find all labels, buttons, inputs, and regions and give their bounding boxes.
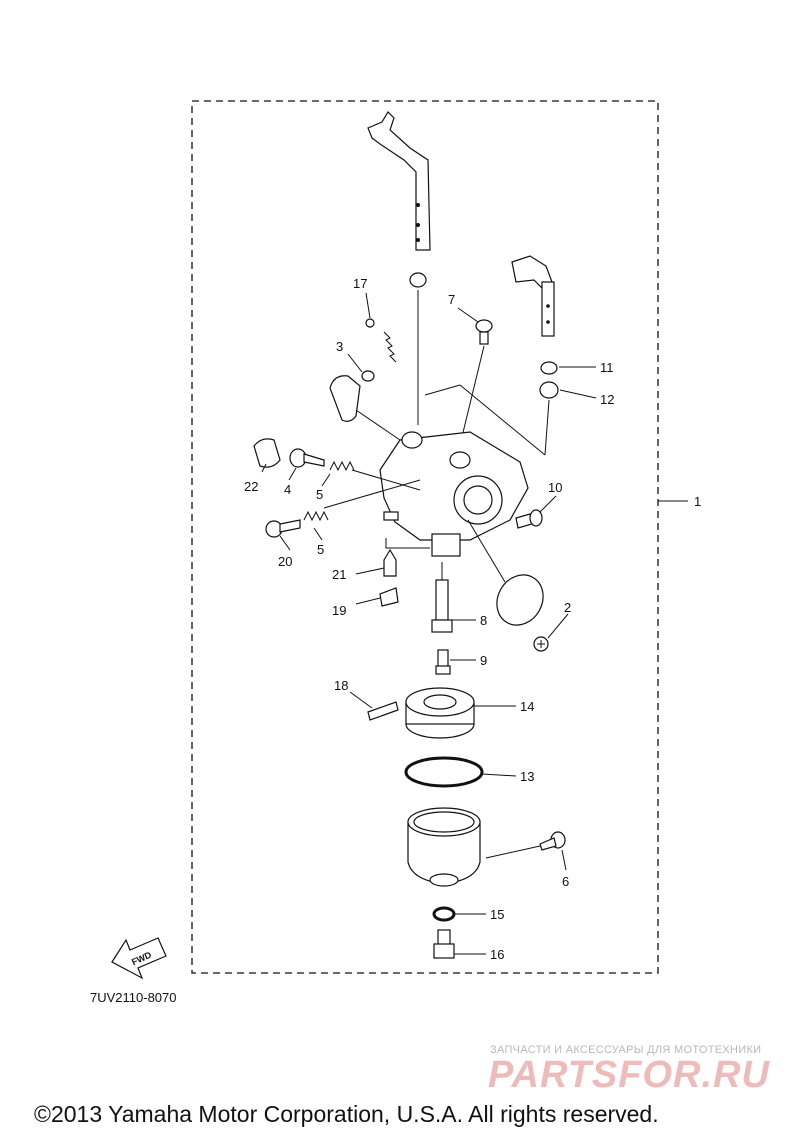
screw-7-part [475, 319, 493, 345]
callout-21: 21 [332, 567, 346, 582]
float-bowl-part [407, 807, 481, 887]
float-pin-18-part [367, 701, 399, 721]
callout-8: 8 [480, 613, 487, 628]
ball-17-part [365, 318, 375, 328]
spring-5b-part [303, 510, 329, 522]
choke-plate-part [496, 574, 544, 626]
callout-1: 1 [694, 494, 701, 509]
callout-7: 7 [448, 292, 455, 307]
screw-20-part [265, 519, 301, 538]
jet-holder-8-part [431, 579, 453, 633]
callout-20: 20 [278, 554, 292, 569]
spring-17-part [383, 331, 397, 363]
callout-15: 15 [490, 907, 504, 922]
callout-9: 9 [480, 653, 487, 668]
callout-3: 3 [336, 339, 343, 354]
screw-10-part [515, 509, 543, 529]
washer-15-part [432, 906, 456, 922]
copyright-notice: ©2013 Yamaha Motor Corporation, U.S.A. A… [34, 1101, 659, 1127]
callout-11: 11 [600, 360, 614, 375]
gasket-3-part [329, 375, 361, 422]
callout-18: 18 [334, 678, 348, 693]
callout-22: 22 [244, 479, 258, 494]
throttle-lever-part [367, 111, 431, 251]
callout-14: 14 [520, 699, 534, 714]
fwd-arrow-icon: FWD [111, 937, 167, 980]
screw-2-part [533, 636, 549, 652]
needle-21-part [383, 548, 397, 577]
callout-4: 4 [284, 482, 291, 497]
part-code: 7UV2110-8070 [90, 990, 177, 1005]
callout-12: 12 [600, 392, 614, 407]
callout-6: 6 [562, 874, 569, 889]
assembly-boundary [191, 100, 659, 974]
watermark-tagline: ЗАПЧАСТИ И АКСЕССУАРЫ ДЛЯ МОТОТЕХНИКИ [490, 1044, 762, 1056]
callout-13: 13 [520, 769, 534, 784]
screw-6-part [539, 831, 566, 851]
callout-17: 17 [353, 276, 367, 291]
leader-lines [261, 292, 688, 955]
cap-22-part [253, 438, 281, 468]
drain-bolt-16-part [433, 929, 455, 959]
screw-4-part [289, 448, 325, 468]
callout-16: 16 [490, 947, 504, 962]
callout-10: 10 [548, 480, 562, 495]
callout-5a: 5 [316, 487, 323, 502]
callout-2: 2 [564, 600, 571, 615]
carburetor-body-part [379, 431, 529, 557]
callout-5b: 5 [317, 542, 324, 557]
callout-19: 19 [332, 603, 346, 618]
spring-5a-part [329, 460, 355, 472]
float-14-part [405, 687, 475, 739]
clip-19-part [379, 587, 399, 607]
watermark-brand: PARTSFOR.RU [488, 1054, 770, 1096]
gasket-13-part [404, 756, 484, 788]
choke-shaft-part [511, 255, 555, 337]
grommet-part [409, 272, 427, 288]
main-jet-9-part [435, 649, 451, 675]
